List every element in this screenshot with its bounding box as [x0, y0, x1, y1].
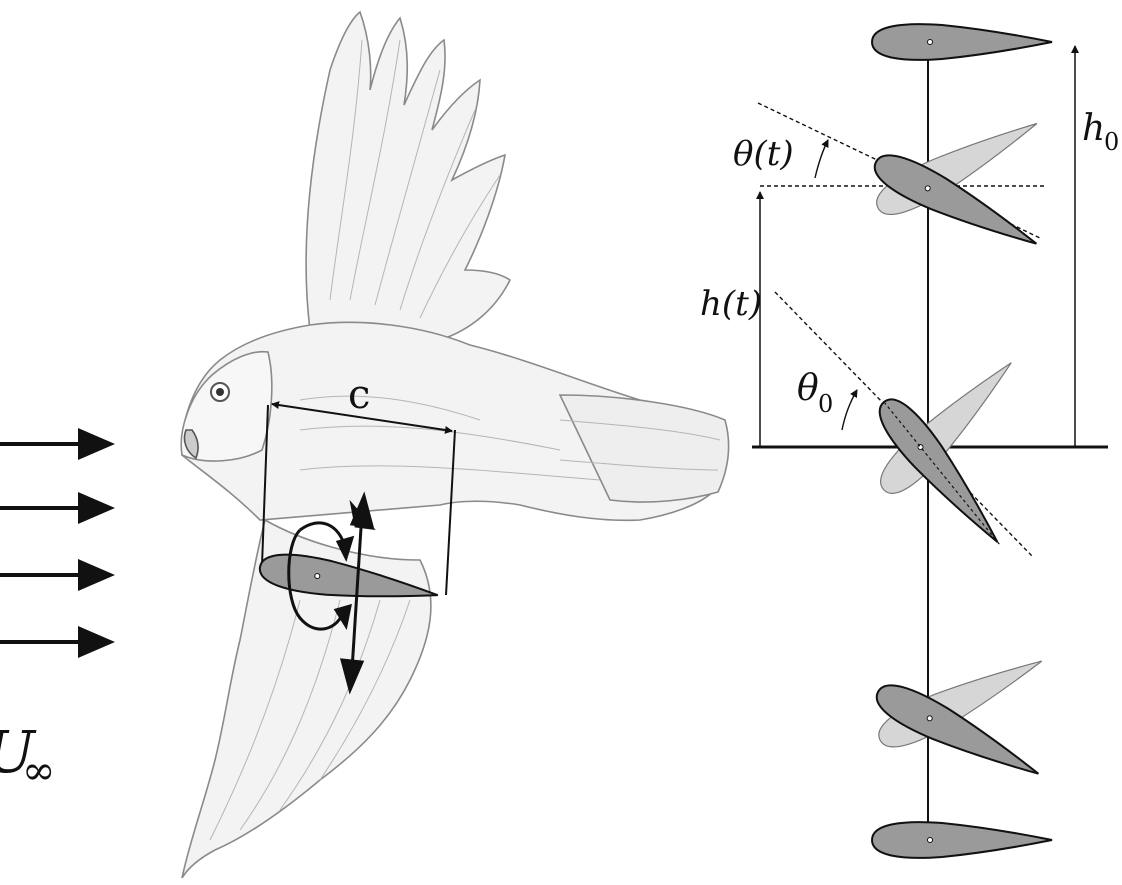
heave-label: h(t): [700, 284, 762, 324]
freestream-arrow-4: [0, 626, 115, 658]
airfoil-top: [872, 24, 1052, 60]
freestream-arrow-3: [0, 559, 115, 591]
pitch-amplitude-subscript: 0: [818, 390, 833, 418]
kinematics-schematic: h 0 h(t) θ(t) θ 0: [700, 24, 1119, 858]
pitch-angle-label: θ(t): [733, 134, 794, 174]
freestream-arrows: [0, 428, 115, 658]
freestream-arrow-2: [0, 492, 115, 524]
pitch-amplitude-label: θ: [797, 368, 819, 409]
heave-amplitude-label: h: [1082, 108, 1105, 149]
heave-amplitude-subscript: 0: [1104, 128, 1119, 156]
upper-wing: [306, 12, 510, 340]
pitch-angle-arc: [815, 140, 828, 178]
airfoil-bottom: [872, 822, 1052, 858]
freestream-arrow-1: [0, 428, 115, 460]
chord-label: c: [348, 372, 370, 418]
freestream-subscript: ∞: [22, 748, 55, 794]
pitch-amplitude-arc: [842, 390, 857, 430]
